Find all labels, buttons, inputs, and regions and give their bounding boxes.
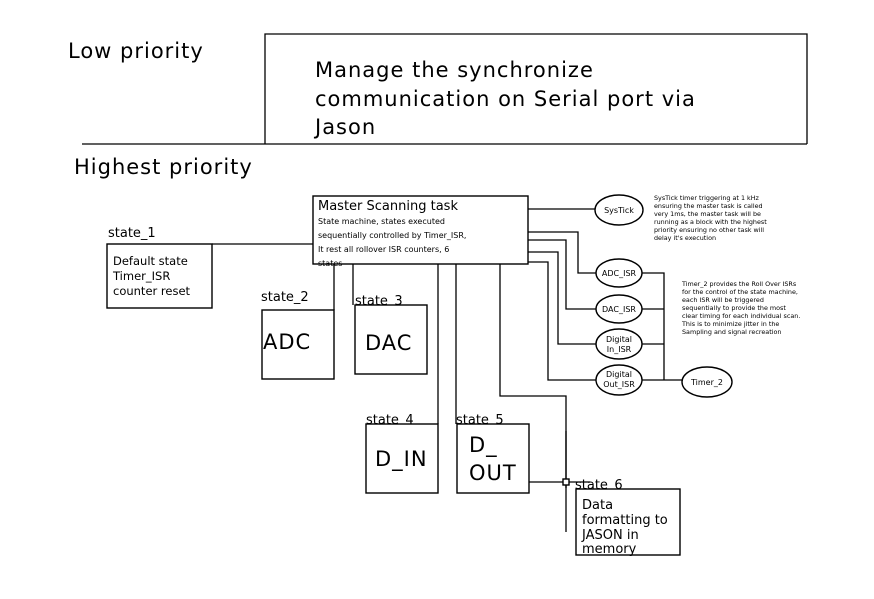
serial-task-line-1: Manage the synchronize [315,58,594,82]
state-2: state_2 ADC [261,290,335,380]
timer-2-note-line-7: Sampling and signal recreation [682,328,781,336]
isr-din: Digital In_ISR [595,328,643,360]
state-5: state_5 D_ OUT [456,413,530,494]
state-5-line-1: D_ [469,433,498,458]
master-task-title: Master Scanning task [318,199,458,214]
systick-ellipse [594,194,644,226]
timer-2-ellipse [681,366,733,398]
state-2-label: state_2 [261,290,309,305]
state-2-text: ADC [263,330,311,354]
dout-isr-line-1: Digital [606,370,632,379]
state-5-line-2: OUT [469,461,517,485]
systick-label: SysTick [604,206,634,215]
timer-2-label: Timer_2 [690,378,723,387]
state-6-line-2: formatting to [582,513,668,528]
master-task-line-1: State machine, states executed [318,217,445,226]
timer-2-note-line-2: for the control of the state machine, [682,288,798,296]
state-4-text: D_IN [375,447,428,472]
serial-task-line-2: communication on Serial port via [315,87,696,111]
isr-adc: ADC_ISR [595,258,643,288]
timer-2-note-line-4: sequentially to provide the most [682,304,786,312]
serial-task-box: Manage the synchronize communication on … [264,33,808,144]
timer-2-note-line-5: clear timing for each individual scan. [682,312,800,320]
state-3-box [354,304,428,375]
systick-note-line-5: priority ensuring no other task will [654,226,764,234]
state-1-line-2: Timer_ISR [112,269,170,283]
connectors [212,208,682,532]
wire-adc-isr [528,231,598,274]
isr-dout: Digital Out_ISR [595,364,643,396]
dout-isr-line-2: Out_ISR [603,380,635,389]
state-4-box [365,423,439,494]
din-isr-ellipse [595,328,643,360]
state-3: state_3 DAC [354,294,428,375]
junction-node [562,478,570,486]
serial-task-line-3: Jason [313,115,376,139]
wire-timer-bus [640,272,665,380]
master-task-line-3: It rest all rollover ISR counters, 6 [318,245,449,254]
state-6-line-3: JASON in [581,528,639,543]
isr-dac: DAC_ISR [595,294,643,324]
highest-priority-label: Highest priority [74,155,253,179]
timer-2-note-line-3: each ISR will be triggered [682,296,764,304]
state-1-box [106,243,213,309]
din-isr-line-2: In_ISR [607,345,632,354]
state-1-line-3: counter reset [113,284,191,298]
master-task-box: Master Scanning task State machine, stat… [312,195,529,268]
state-5-box [456,423,530,494]
adc-isr-label: ADC_ISR [602,269,637,278]
wire-dout-isr [528,261,598,381]
timer-2-note: Timer_2 provides the Roll Over ISRs for … [681,280,800,336]
systick-note-line-2: ensuring the master task is called [654,202,763,210]
master-task-line-4: states [318,259,342,268]
dac-isr-ellipse [595,294,643,324]
isr-systick: SysTick [594,194,644,226]
state-4: state_4 D_IN [365,413,439,494]
state-6-box [575,488,681,556]
systick-note-line-6: delay it's execution [654,234,716,242]
serial-task-border [264,33,808,144]
wire-dac-isr [528,239,598,310]
timer-2-note-line-6: This is to minimize jitter in the [681,320,779,328]
systick-note-line-1: SysTick timer triggering at 1 kHz [654,194,760,202]
dac-isr-label: DAC_ISR [602,305,636,314]
wire-din-isr [528,251,598,345]
systick-note: SysTick timer triggering at 1 kHz ensuri… [654,194,767,242]
low-priority-label: Low priority [68,39,204,63]
state-1-line-1: Default state [113,254,188,268]
dout-isr-ellipse [595,364,643,396]
din-isr-line-1: Digital [606,335,632,344]
master-task-line-2: sequentially controlled by Timer_ISR, [318,231,466,240]
timer-2-note-line-1: Timer_2 provides the Roll Over ISRs [681,280,797,288]
state-2-box [261,309,335,380]
systick-note-line-4: running as a block with the highest [654,218,767,226]
state-1-label: state_1 [108,226,156,241]
state-6-line-1: Data [582,498,613,513]
adc-isr-ellipse [595,258,643,288]
state-3-text: DAC [365,331,412,355]
state-6-line-4: memory [582,542,637,557]
timer-2: Timer_2 [681,366,733,398]
systick-note-line-3: very 1ms, the master task will be [654,210,761,218]
state-1: state_1 Default state Timer_ISR counter … [106,226,213,309]
master-task-border [312,195,529,265]
state-6: state_6 Data formatting to JASON in memo… [575,478,681,557]
